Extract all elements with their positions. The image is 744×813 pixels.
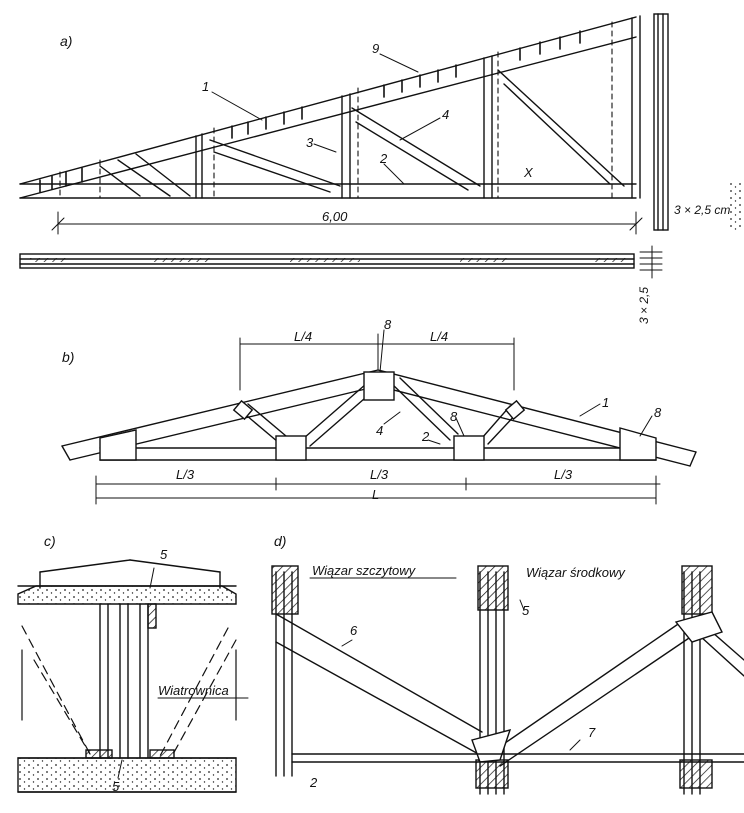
d-6-label: 6: [350, 623, 358, 638]
middle-truss-label: Wiązar środkowy: [526, 565, 625, 580]
plate-right-label: 8: [654, 405, 662, 420]
section-plan-label: 3 × 2,5: [637, 286, 651, 324]
third-1-label: L/3: [176, 467, 195, 482]
quarter-left-label: L/4: [294, 329, 313, 344]
gable-truss-label: Wiązar szczytowy: [312, 563, 416, 578]
wind-brace-label: Wiatrownica: [158, 683, 229, 698]
d-2-label: 2: [310, 775, 318, 790]
panel-b-label: b): [62, 349, 75, 365]
x-mark: X: [524, 165, 533, 180]
panel-b-truss: [61, 329, 697, 505]
third-2-label: L/3: [370, 467, 389, 482]
third-3-label: L/3: [554, 467, 573, 482]
plate-mid-label: 8: [450, 409, 458, 424]
web-4-label: 4: [376, 423, 384, 438]
panel-a-label: a): [60, 33, 73, 49]
d-7-label: 7: [588, 725, 596, 740]
c-top-5-label: 5: [160, 547, 168, 562]
member-3-label: 3: [306, 135, 314, 150]
member-4-label: 4: [442, 107, 450, 122]
panel-d-label: d): [274, 533, 287, 549]
panel-a-truss: [19, 13, 742, 279]
c-bottom-5-label: 5: [112, 779, 120, 794]
quarter-right-label: L/4: [430, 329, 449, 344]
plate-top-label: 8: [384, 317, 392, 332]
span-b-label: L: [372, 487, 380, 502]
panel-c-label: c): [44, 533, 56, 549]
member-1-label: 1: [202, 79, 210, 94]
bottom-2-label: 2: [422, 429, 430, 444]
member-2-label: 2: [380, 151, 388, 166]
member-9-label: 9: [372, 41, 380, 56]
d-5-label: 5: [522, 603, 530, 618]
span-a-label: 6,00: [322, 209, 348, 224]
panel-c-detail: [17, 559, 249, 793]
chord-1-label: 1: [602, 395, 610, 410]
panel-d-bracing: [271, 565, 744, 795]
section-size-label: 3 × 2,5 cm: [674, 203, 731, 217]
